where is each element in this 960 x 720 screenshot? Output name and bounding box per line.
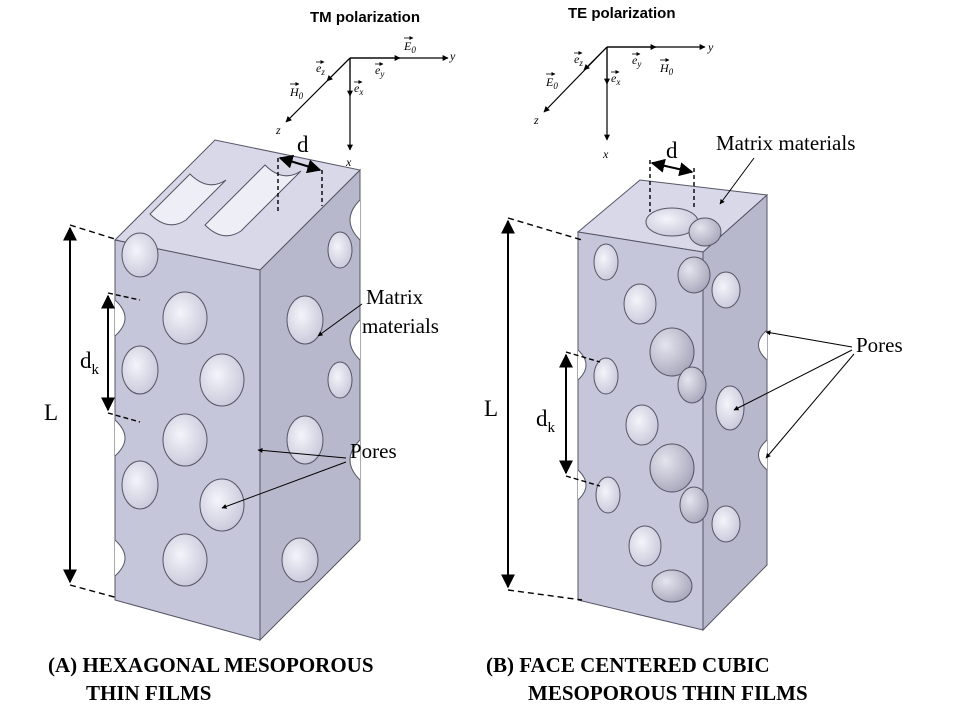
right-axes	[543, 44, 706, 141]
te-polarization-title: TE polarization	[568, 5, 676, 22]
left-L-label: L	[44, 400, 58, 425]
svg-text:ez: ez	[316, 61, 325, 77]
left-matrix-label-line2: materials	[362, 314, 439, 338]
right-dk-label: dk	[536, 406, 556, 436]
left-d-dimension	[277, 154, 323, 212]
left-matrix-label-line1: Matrix	[366, 285, 424, 309]
hexagonal-block	[113, 139, 362, 642]
left-H0-label: H0	[289, 82, 304, 101]
left-panel: TM polarization y x z E0 ey ez ex	[44, 9, 456, 705]
right-d-label: d	[666, 138, 678, 163]
left-x-label: x	[345, 155, 352, 169]
right-matrix-label: Matrix materials	[716, 131, 855, 155]
right-pores-arrow-1	[765, 330, 853, 348]
left-z-label: z	[275, 123, 281, 137]
left-pores-arrow-2	[221, 461, 347, 509]
left-caption-line2: THIN FILMS	[86, 681, 211, 705]
right-L-dimension	[501, 217, 583, 601]
right-caption-line1: (B) FACE CENTERED CUBIC	[486, 653, 770, 677]
right-panel: TE polarization y x z H0 ey ez ex	[484, 5, 903, 705]
left-dk-dimension	[101, 292, 141, 423]
right-pores-arrow-2	[733, 349, 853, 411]
tm-polarization-title: TM polarization	[310, 9, 420, 26]
left-dk-label: dk	[80, 348, 100, 378]
left-ey-label: ey	[375, 62, 384, 79]
left-y-label: y	[449, 49, 456, 63]
left-L-dimension	[63, 224, 119, 599]
right-ez-vector	[583, 46, 608, 71]
svg-text:ex: ex	[354, 81, 363, 97]
right-ey-label: ey	[632, 52, 641, 69]
fcc-block	[576, 179, 769, 632]
right-matrix-arrow	[719, 157, 755, 205]
right-pores-label: Pores	[856, 333, 903, 357]
svg-text:ey: ey	[632, 53, 641, 69]
left-ez-label: ez	[316, 60, 325, 77]
right-caption-line2: MESOPOROUS THIN FILMS	[528, 681, 808, 705]
right-dk-dimension	[559, 351, 601, 487]
left-ez-vector	[326, 57, 351, 82]
left-axes	[285, 55, 449, 151]
right-z-label: z	[533, 113, 539, 127]
left-ex-label: ex	[354, 80, 363, 97]
right-H0-label: H0	[659, 58, 674, 77]
svg-text:ey: ey	[375, 63, 384, 79]
right-y-label: y	[707, 40, 714, 54]
svg-text:ex: ex	[611, 71, 620, 87]
left-pores-label: Pores	[350, 439, 397, 463]
right-ex-label: ex	[611, 70, 620, 87]
svg-text:ez: ez	[574, 52, 583, 68]
right-E0-label: E0	[545, 72, 558, 91]
svg-text:H0: H0	[289, 85, 304, 101]
left-matrix-arrow	[317, 303, 363, 337]
left-caption-line1: (A) HEXAGONAL MESOPOROUS	[48, 653, 374, 677]
right-d-dimension	[649, 158, 695, 212]
right-L-label: L	[484, 396, 498, 421]
svg-text:E0: E0	[403, 39, 416, 55]
left-pores-arrow-1	[257, 447, 347, 459]
right-pores-arrow-3	[765, 353, 855, 459]
svg-text:E0: E0	[545, 75, 558, 91]
svg-text:H0: H0	[659, 61, 674, 77]
left-E0-label: E0	[403, 36, 416, 55]
left-d-label: d	[297, 132, 309, 157]
right-x-label: x	[602, 147, 609, 161]
right-ez-label: ez	[574, 51, 583, 68]
